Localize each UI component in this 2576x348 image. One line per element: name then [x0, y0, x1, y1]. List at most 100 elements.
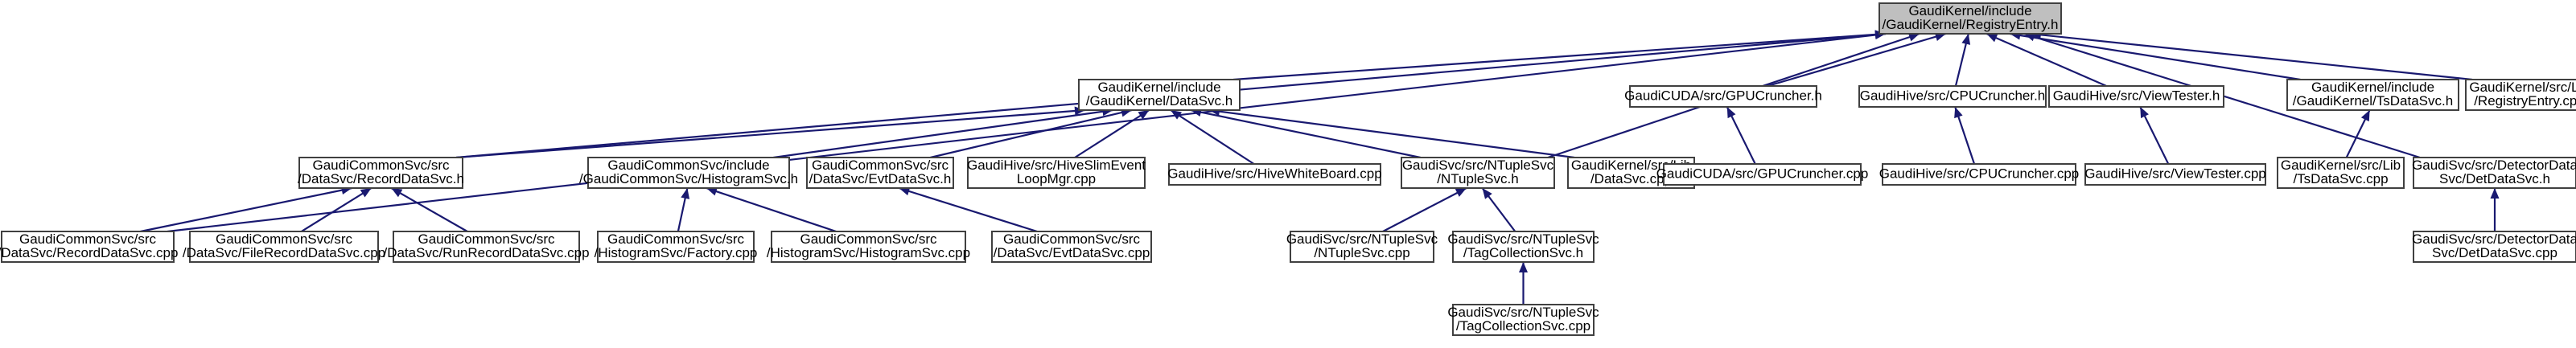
- graph-node-label: GaudiSvc/src/NTupleSvc: [1447, 305, 1599, 320]
- graph-node-box[interactable]: [1078, 79, 1241, 111]
- graph-node-label: GaudiCUDA/src/GPUCruncher.h: [1624, 88, 1822, 103]
- graph-node-label: GaudiCommonSvc/src: [216, 231, 353, 247]
- graph-node[interactable]: GaudiHive/src/ViewTester.h: [2048, 85, 2224, 108]
- graph-node-label: /GaudiKernel/TsDataSvc.h: [2293, 93, 2453, 108]
- graph-edge-arrowhead: [1482, 188, 1492, 199]
- graph-edge-arrowhead: [2140, 107, 2149, 119]
- graph-node-box[interactable]: [2084, 163, 2266, 186]
- graph-node-root[interactable]: GaudiKernel/include/GaudiKernel/Registry…: [1879, 2, 2062, 35]
- graph-edge-arrowhead: [391, 188, 403, 198]
- graph-node-box[interactable]: [2048, 85, 2224, 108]
- graph-node[interactable]: GaudiSvc/src/DetectorDataSvc/DetDataSvc.…: [2412, 157, 2576, 189]
- graph-node[interactable]: GaudiCUDA/src/GPUCruncher.h: [1624, 85, 1822, 108]
- graph-node[interactable]: GaudiHive/src/HiveWhiteBoard.cpp: [1167, 163, 1382, 186]
- graph-node-label: /RegistryEntry.cpp: [2474, 93, 2576, 108]
- graph-edge-arrowhead: [2360, 110, 2370, 122]
- graph-node[interactable]: GaudiSvc/src/NTupleSvc/NTupleSvc.cpp: [1286, 231, 1438, 263]
- graph-node-label: /DataSvc/EvtDataSvc.cpp: [994, 245, 1150, 260]
- graph-node[interactable]: GaudiCommonSvc/src/HistogramSvc/Histogra…: [767, 231, 970, 263]
- graph-node-label: /GaudiKernel/DataSvc.h: [1086, 93, 1232, 108]
- graph-node-box[interactable]: [298, 157, 463, 189]
- graph-node[interactable]: GaudiCommonSvc/src/DataSvc/EvtDataSvc.cp…: [991, 231, 1152, 263]
- graph-node-box[interactable]: [1, 231, 175, 263]
- graph-node-box[interactable]: [991, 231, 1152, 263]
- graph-node-box[interactable]: [1452, 231, 1595, 263]
- graph-node-label: GaudiKernel/src/Lib: [1571, 158, 1691, 173]
- graph-node-label: /NTupleSvc.h: [1437, 171, 1518, 186]
- graph-node-box[interactable]: [1401, 157, 1555, 189]
- graph-edge: [1985, 32, 2107, 88]
- graph-edge: [773, 108, 1113, 159]
- graph-edge: [706, 186, 837, 233]
- graph-edge: [455, 108, 1086, 159]
- graph-edge: [2030, 32, 2473, 81]
- graph-node-label: GaudiCommonSvc/src: [607, 231, 745, 247]
- graph-node-box[interactable]: [1629, 85, 1817, 108]
- graph-node-label: /TagCollectionSvc.h: [1463, 245, 1583, 260]
- graph-node-label: /DataSvc/EvtDataSvc.h: [809, 171, 952, 186]
- graph-node[interactable]: GaudiCommonSvc/include/GaudiCommonSvc/Hi…: [579, 157, 798, 189]
- graph-node-box[interactable]: [189, 231, 379, 263]
- graph-node[interactable]: GaudiKernel/src/Lib/RegistryEntry.cpp: [2465, 79, 2576, 111]
- graph-node-box[interactable]: [806, 157, 954, 189]
- graph-node-box[interactable]: [1858, 85, 2047, 108]
- graph-node[interactable]: GaudiSvc/src/NTupleSvc/NTupleSvc.h: [1401, 157, 1555, 189]
- graph-edge-arrowhead: [360, 188, 372, 198]
- graph-node[interactable]: GaudiHive/src/CPUCruncher.h: [1858, 85, 2047, 108]
- graph-node-box[interactable]: [393, 231, 580, 263]
- graph-node-label: GaudiHive/src/CPUCruncher.h: [1860, 88, 2046, 103]
- graph-node-box[interactable]: [1452, 304, 1595, 336]
- graph-edge-arrowhead: [899, 186, 911, 196]
- graph-node-box[interactable]: [2286, 79, 2459, 111]
- graph-node-box[interactable]: [2465, 79, 2576, 111]
- graph-node-label: /DataSvc/FileRecordDataSvc.cpp: [183, 245, 385, 260]
- graph-edge-arrowhead: [1455, 188, 1467, 197]
- graph-node-label: GaudiCommonSvc/src: [312, 158, 450, 173]
- graph-node-box[interactable]: [2413, 231, 2576, 263]
- graph-edge: [2139, 106, 2170, 165]
- graph-node[interactable]: GaudiCommonSvc/src/DataSvc/FileRecordDat…: [183, 231, 385, 263]
- graph-node[interactable]: GaudiHive/src/ViewTester.cpp: [2084, 163, 2266, 186]
- graph-node[interactable]: GaudiSvc/src/NTupleSvc/TagCollectionSvc.…: [1447, 304, 1599, 336]
- graph-node-box[interactable]: [587, 157, 790, 189]
- graph-edge: [390, 187, 468, 232]
- graph-node[interactable]: GaudiKernel/include/GaudiKernel/TsDataSv…: [2286, 79, 2459, 111]
- graph-node[interactable]: GaudiSvc/src/DetectorDataSvc/DetDataSvc.…: [2412, 231, 2576, 263]
- graph-edge-arrowhead: [1874, 31, 1886, 39]
- graph-node[interactable]: GaudiCommonSvc/src/DataSvc/RunRecordData…: [383, 231, 590, 263]
- graph-node[interactable]: GaudiKernel/src/Lib/TsDataSvc.cpp: [2277, 157, 2405, 189]
- graph-node[interactable]: GaudiSvc/src/NTupleSvc/TagCollectionSvc.…: [1447, 231, 1599, 263]
- graph-node[interactable]: GaudiCommonSvc/src/DataSvc/RecordDataSvc…: [298, 157, 464, 189]
- graph-node-label: Svc/DetDataSvc.h: [2439, 171, 2550, 186]
- graph-node-box[interactable]: [2413, 157, 2576, 189]
- graph-node-label: GaudiSvc/src/NTupleSvc: [1447, 231, 1599, 247]
- graph-node-box[interactable]: [2277, 157, 2405, 189]
- graph-node[interactable]: GaudiKernel/include/GaudiKernel/DataSvc.…: [1078, 79, 1241, 111]
- graph-node[interactable]: GaudiCommonSvc/src/DataSvc/EvtDataSvc.h: [806, 157, 954, 189]
- graph-node[interactable]: GaudiCommonSvc/src/HistogramSvc/Factory.…: [595, 231, 758, 263]
- graph-edge-arrowhead: [1986, 34, 1998, 43]
- graph-node-label: GaudiCommonSvc/include: [607, 158, 769, 173]
- graph-node[interactable]: GaudiCUDA/src/GPUCruncher.cpp: [1656, 163, 1869, 186]
- graph-node-box[interactable]: [1882, 163, 2076, 186]
- graph-node-label: /GaudiCommonSvc/HistogramSvc.h: [579, 171, 798, 186]
- graph-node-box[interactable]: [1168, 163, 1381, 186]
- graph-node-box[interactable]: [1290, 231, 1434, 263]
- graph-node-box[interactable]: [771, 231, 966, 263]
- graph-node-box[interactable]: [597, 231, 755, 263]
- graph-edge: [2010, 32, 2301, 81]
- graph-node-label: GaudiSvc/src/DetectorData: [2412, 231, 2576, 247]
- graph-node[interactable]: GaudiHive/src/CPUCruncher.cpp: [1879, 163, 2079, 186]
- graph-edge: [1726, 106, 1756, 165]
- graph-node-box[interactable]: [1663, 163, 1862, 186]
- graph-edge: [301, 187, 372, 232]
- graph-node[interactable]: GaudiCommonSvc/src/DataSvc/RecordDataSvc…: [0, 231, 178, 263]
- graph-edge-arrowhead: [2490, 188, 2500, 199]
- graph-edge-arrowhead: [706, 186, 718, 196]
- graph-node-box[interactable]: [1879, 2, 2062, 35]
- graph-node-box[interactable]: [967, 157, 1146, 189]
- graph-node-label: GaudiHive/src/ViewTester.h: [2053, 88, 2220, 103]
- graph-node-label: GaudiCommonSvc/src: [800, 231, 937, 247]
